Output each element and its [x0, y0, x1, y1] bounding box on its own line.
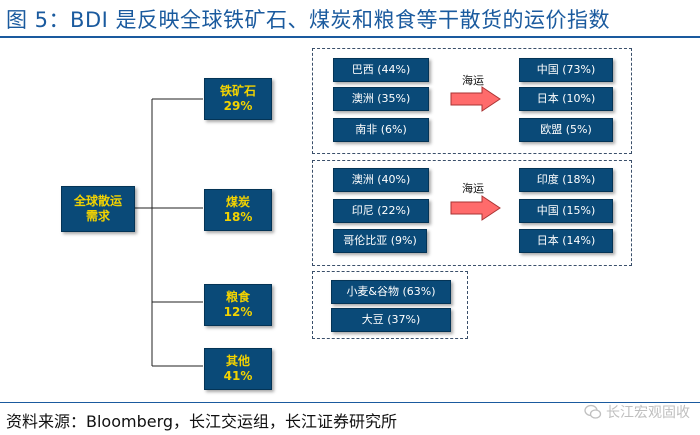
- coal-exporter: 印尼 (22%): [333, 199, 429, 223]
- wechat-logo-icon: [584, 403, 602, 421]
- root-line-2: 需求: [85, 209, 110, 223]
- coal-shipping-arrow: [450, 195, 501, 221]
- iron-ore-shipping-arrow: [450, 86, 501, 112]
- category-other: 其他 41%: [204, 348, 272, 390]
- watermark: 长江宏观固收: [584, 402, 690, 422]
- category-grain: 粮食 12%: [204, 284, 272, 326]
- title-rule: [0, 36, 700, 38]
- figure-title: 图 5：BDI 是反映全球铁矿石、煤炭和粮食等干散货的运价指数: [6, 8, 610, 32]
- iron-ore-importer: 欧盟 (5%): [519, 118, 613, 142]
- category-share: 29%: [223, 99, 253, 113]
- grain-item: 大豆 (37%): [331, 308, 451, 332]
- coal-exporter: 哥伦比亚 (9%): [333, 229, 427, 253]
- coal-importer: 日本 (14%): [519, 229, 613, 253]
- coal-importer: 印度 (18%): [519, 168, 613, 192]
- category-name: 铁矿石: [219, 84, 256, 98]
- grain-item: 小麦&谷物 (63%): [331, 280, 451, 304]
- watermark-text: 长江宏观固收: [606, 405, 690, 421]
- category-share: 18%: [223, 210, 253, 224]
- category-name: 其他: [225, 354, 250, 368]
- root-box-global-demand: 全球散运 需求: [61, 186, 135, 232]
- iron-ore-importer: 日本 (10%): [519, 87, 613, 111]
- category-coal: 煤炭 18%: [204, 189, 272, 231]
- iron-ore-shipping-label: 海运: [462, 74, 484, 87]
- source-note: 资料来源：Bloomberg，长江交运组，长江证券研究所: [6, 412, 398, 431]
- iron-ore-exporter: 澳洲 (35%): [333, 87, 429, 111]
- iron-ore-exporter: 南非 (6%): [333, 118, 429, 142]
- category-share: 12%: [223, 305, 253, 319]
- category-name: 粮食: [225, 290, 250, 304]
- coal-trade-group: [312, 160, 632, 266]
- iron-ore-exporter: 巴西 (44%): [333, 58, 429, 82]
- iron-ore-trade-group: [312, 48, 632, 154]
- coal-exporter: 澳洲 (40%): [333, 168, 429, 192]
- iron-ore-importer: 中国 (73%): [519, 58, 613, 82]
- source-rule: [0, 402, 700, 403]
- coal-importer: 中国 (15%): [519, 199, 613, 223]
- root-line-1: 全球散运: [73, 194, 122, 208]
- coal-shipping-label: 海运: [462, 182, 484, 195]
- category-share: 41%: [223, 369, 253, 383]
- grain-trade-group: [312, 271, 468, 339]
- category-name: 煤炭: [225, 195, 250, 209]
- category-iron-ore: 铁矿石 29%: [204, 78, 272, 120]
